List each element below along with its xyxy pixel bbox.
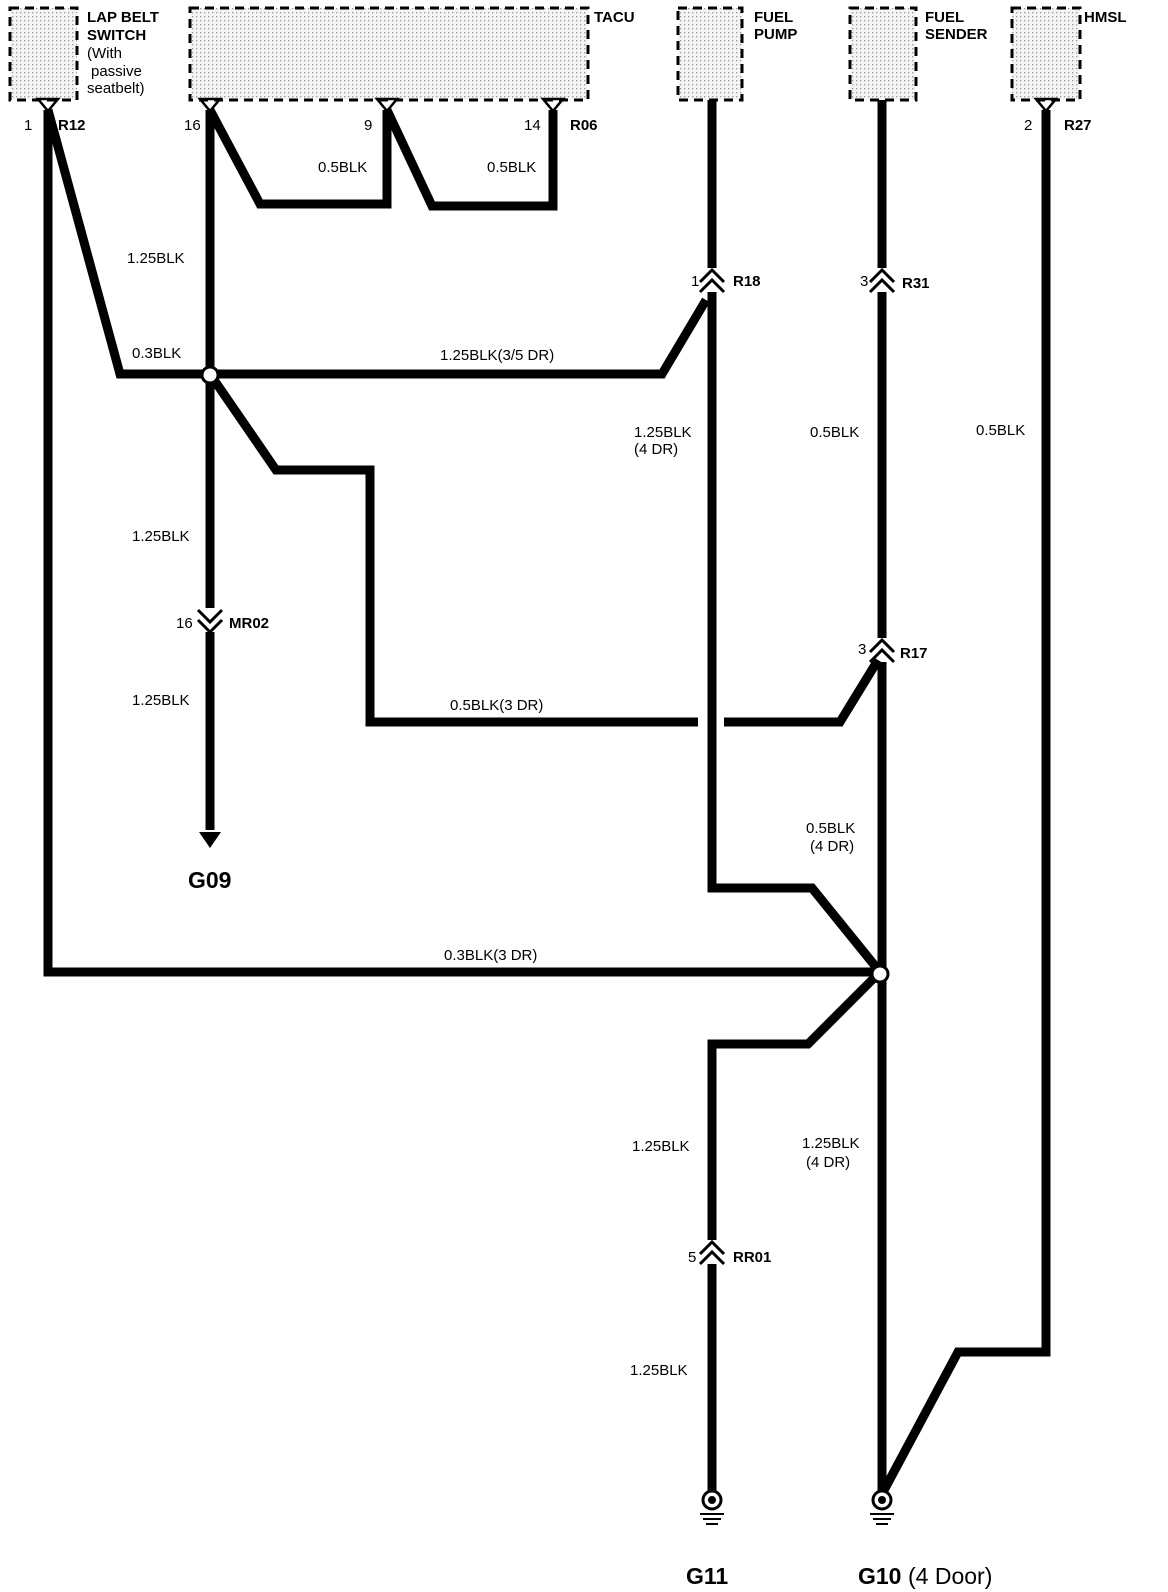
wire-label-to-g10-2: (4 DR) bbox=[806, 1154, 850, 1171]
connector-rr01 bbox=[698, 1239, 726, 1266]
wire-lap-to-g10-splice bbox=[43, 110, 880, 977]
wire-label-mr02-to-g09: 1.25BLK bbox=[132, 692, 190, 709]
wire-label-splice-to-r18: 1.25BLK(3/5 DR) bbox=[440, 347, 554, 364]
wire-label-to-g10-1: 1.25BLK bbox=[802, 1135, 860, 1152]
wire-splice-to-rr01 bbox=[707, 968, 884, 1240]
fuel-pump-box bbox=[676, 6, 744, 102]
wire-lap-to-main-splice bbox=[43, 108, 210, 379]
connector-mr02 bbox=[196, 608, 224, 635]
terminals bbox=[35, 97, 1059, 113]
ground-g10-note: (4 Door) bbox=[908, 1563, 992, 1589]
wiring bbox=[43, 100, 1051, 1497]
wire-tacu9-to-14 bbox=[382, 108, 558, 211]
lap-belt-switch-label-2: SWITCH bbox=[87, 27, 146, 44]
connector-r27-label: R27 bbox=[1064, 117, 1092, 134]
fuel-sender-box bbox=[848, 6, 918, 102]
connector-r18 bbox=[698, 267, 726, 294]
fuel-pump-label-1: FUEL bbox=[754, 9, 793, 26]
lap-belt-switch-label-4: passive bbox=[91, 63, 142, 80]
pin-rr01-5: 5 bbox=[688, 1249, 696, 1266]
ground-g10-symbol bbox=[870, 1489, 894, 1525]
connector-r31 bbox=[868, 267, 896, 294]
wire-splice-to-r17-a bbox=[206, 371, 698, 727]
fuel-pump-label-2: PUMP bbox=[754, 26, 797, 43]
wire-label-hmsl-down: 0.5BLK bbox=[976, 422, 1025, 439]
fuel-sender-label-1: FUEL bbox=[925, 9, 964, 26]
wire-label-lap-to-g10: 0.3BLK(3 DR) bbox=[444, 947, 537, 964]
terminal-hmsl-2 bbox=[1033, 97, 1059, 113]
wire-label-r18-down-2: (4 DR) bbox=[634, 441, 678, 458]
wire-label-to-r17: 0.5BLK(3 DR) bbox=[450, 697, 543, 714]
pin-r18-1: 1 bbox=[691, 273, 699, 290]
pin-tacu-14: 14 bbox=[524, 117, 541, 134]
hmsl-label: HMSL bbox=[1084, 9, 1127, 26]
connector-rr01-label: RR01 bbox=[733, 1249, 771, 1266]
wire-label-to-rr01: 1.25BLK bbox=[632, 1138, 690, 1155]
wire-splice-to-r18 bbox=[210, 297, 710, 379]
pin-tacu-16: 16 bbox=[184, 117, 201, 134]
connector-r31-label: R31 bbox=[902, 275, 930, 292]
wire-splice-to-r17-b bbox=[724, 657, 882, 727]
splice-g10 bbox=[870, 964, 890, 984]
wire-label-rr01-to-g11: 1.25BLK bbox=[630, 1362, 688, 1379]
terminal-tacu-16 bbox=[197, 97, 223, 113]
pin-hmsl-2: 2 bbox=[1024, 117, 1032, 134]
wire-label-tacu16-down: 1.25BLK bbox=[127, 250, 185, 267]
fuel-sender-label-2: SENDER bbox=[925, 26, 988, 43]
ground-g11-label: G11 bbox=[686, 1563, 728, 1589]
pin-r31-3: 3 bbox=[860, 273, 868, 290]
connector-r06-label: R06 bbox=[570, 117, 598, 134]
terminal-tacu-14 bbox=[540, 97, 566, 113]
lap-belt-switch-label-5: seatbelt) bbox=[87, 80, 145, 97]
wire-label-r17-down-2: (4 DR) bbox=[810, 838, 854, 855]
lap-belt-switch-box bbox=[8, 6, 79, 102]
wire-label-tacu14-link: 0.5BLK bbox=[487, 159, 536, 176]
terminal-tacu-9 bbox=[374, 97, 400, 113]
lap-belt-switch-label-1: LAP BELT bbox=[87, 9, 159, 26]
wire-label-r18-down-1: 1.25BLK bbox=[634, 424, 692, 441]
lap-belt-switch-label-3: (With bbox=[87, 45, 122, 62]
wire-label-r31-down: 0.5BLK bbox=[810, 424, 859, 441]
splice-main bbox=[200, 365, 220, 385]
ground-g10-label: G10 bbox=[858, 1563, 901, 1589]
tacu-label: TACU bbox=[594, 9, 635, 26]
wire-label-to-mr02: 1.25BLK bbox=[132, 528, 190, 545]
connector-mr02-label: MR02 bbox=[229, 615, 269, 632]
connector-r17 bbox=[868, 637, 896, 664]
pin-r17-3: 3 bbox=[858, 641, 866, 658]
wire-label-r17-down-1: 0.5BLK bbox=[806, 820, 855, 837]
pin-lap-1: 1 bbox=[24, 117, 32, 134]
pin-mr02-16: 16 bbox=[176, 615, 193, 632]
terminal-lap-1 bbox=[35, 97, 61, 113]
wire-r18-down bbox=[707, 292, 884, 975]
wire-label-tacu9-link: 0.5BLK bbox=[318, 159, 367, 176]
connector-r12-label: R12 bbox=[58, 117, 86, 134]
wire-label-lap-to-splice: 0.3BLK bbox=[132, 345, 181, 362]
pin-tacu-9: 9 bbox=[364, 117, 372, 134]
ground-g09-arrow bbox=[199, 832, 221, 848]
wire-tacu16-to-9 bbox=[206, 107, 392, 209]
connector-r17-label: R17 bbox=[900, 645, 928, 662]
tacu-box bbox=[188, 6, 590, 102]
ground-g09-label: G09 bbox=[188, 867, 231, 893]
wire-hmsl-to-g10 bbox=[878, 110, 1051, 1497]
ground-g11-symbol bbox=[700, 1489, 724, 1525]
connector-r18-label: R18 bbox=[733, 273, 761, 290]
hmsl-box bbox=[1010, 6, 1082, 102]
